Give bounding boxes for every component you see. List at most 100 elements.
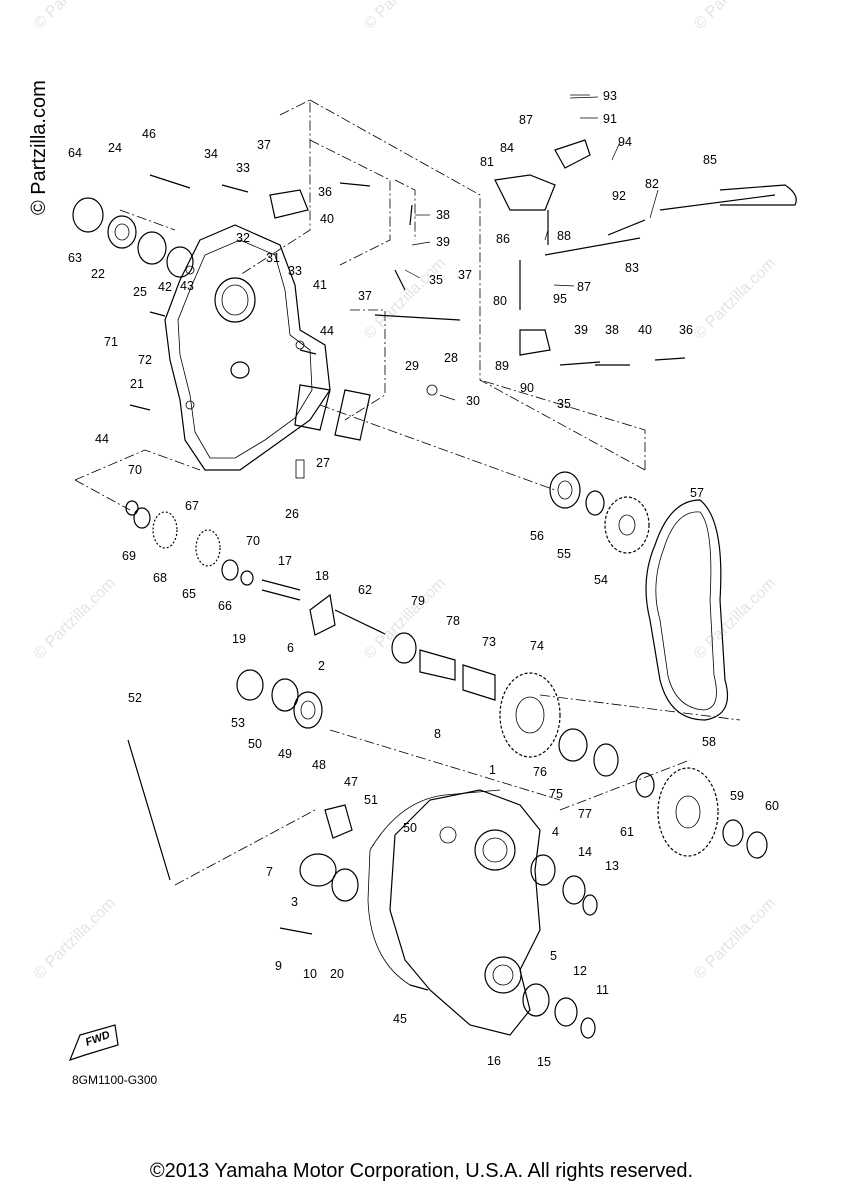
callout-91: 91 xyxy=(603,112,617,126)
svg-text:© Partzilla.com: © Partzilla.com xyxy=(691,0,779,33)
callout-39b: 39 xyxy=(574,323,588,337)
callout-20: 20 xyxy=(330,967,344,981)
callout-2: 2 xyxy=(318,659,325,673)
callout-26: 26 xyxy=(285,507,299,521)
callout-38: 38 xyxy=(436,208,450,222)
main-case-housing xyxy=(367,789,541,1036)
callout-80: 80 xyxy=(493,294,507,308)
callout-24: 24 xyxy=(108,141,122,155)
diagram-code: 8GM1100-G300 xyxy=(72,1073,158,1087)
callout-8: 8 xyxy=(434,727,441,741)
callout-54: 54 xyxy=(594,573,608,587)
callout-78: 78 xyxy=(446,614,460,628)
callout-41: 41 xyxy=(313,278,327,292)
callout-39: 39 xyxy=(436,235,450,249)
callout-63: 63 xyxy=(68,251,82,265)
callout-56: 56 xyxy=(530,529,544,543)
callout-6: 6 xyxy=(287,641,294,655)
callout-58: 58 xyxy=(702,735,716,749)
fwd-label: FWD xyxy=(84,1029,112,1049)
callout-32: 32 xyxy=(236,231,250,245)
callout-57: 57 xyxy=(690,486,704,500)
callout-88: 88 xyxy=(557,229,571,243)
callout-60: 60 xyxy=(765,799,779,813)
callout-37b: 37 xyxy=(458,268,472,282)
callout-36: 36 xyxy=(318,185,332,199)
callout-15: 15 xyxy=(537,1055,551,1069)
callout-46: 46 xyxy=(142,127,156,141)
callout-34: 34 xyxy=(204,147,218,161)
callout-1: 1 xyxy=(489,763,496,777)
callout-19: 19 xyxy=(232,632,246,646)
svg-text:© Partzilla.com: © Partzilla.com xyxy=(31,575,119,663)
callout-89: 89 xyxy=(495,359,509,373)
callout-77: 77 xyxy=(578,807,592,821)
callout-16: 16 xyxy=(487,1054,501,1068)
callout-29: 29 xyxy=(405,359,419,373)
callout-leader-lines xyxy=(404,94,659,401)
callout-4: 4 xyxy=(552,825,559,839)
callout-10: 10 xyxy=(303,967,317,981)
callout-12: 12 xyxy=(573,964,587,978)
shafts-bolts-levers xyxy=(127,139,797,991)
drive-chain xyxy=(645,499,729,721)
callout-43: 43 xyxy=(180,279,194,293)
callout-94: 94 xyxy=(618,135,632,149)
callout-42: 42 xyxy=(158,280,172,294)
callout-44b: 44 xyxy=(95,432,109,446)
callout-36b: 36 xyxy=(679,323,693,337)
callout-21: 21 xyxy=(130,377,144,391)
svg-text:© Partzilla.com: © Partzilla.com xyxy=(361,0,449,33)
callout-33: 33 xyxy=(236,161,250,175)
callout-76: 76 xyxy=(533,765,547,779)
callout-72: 72 xyxy=(138,353,152,367)
callout-59: 59 xyxy=(730,789,744,803)
callout-49: 49 xyxy=(278,747,292,761)
partzilla-watermark: © Partzilla.com xyxy=(28,80,50,215)
copyright-notice: ©2013 Yamaha Motor Corporation, U.S.A. A… xyxy=(149,1160,694,1182)
callout-70: 70 xyxy=(128,463,142,477)
callout-73: 73 xyxy=(482,635,496,649)
callout-13: 13 xyxy=(605,859,619,873)
callout-47: 47 xyxy=(344,775,358,789)
svg-text:© Partzilla.com: © Partzilla.com xyxy=(691,255,779,343)
callout-62: 62 xyxy=(358,583,372,597)
callout-50b: 50 xyxy=(403,821,417,835)
callout-65: 65 xyxy=(182,587,196,601)
callout-55: 55 xyxy=(557,547,571,561)
callout-40b: 40 xyxy=(638,323,652,337)
callout-87b: 87 xyxy=(577,280,591,294)
callout-86: 86 xyxy=(496,232,510,246)
callout-95: 95 xyxy=(553,292,567,306)
assembly-lines xyxy=(74,99,741,886)
callout-53: 53 xyxy=(231,716,245,730)
svg-text:© Partzilla.com: © Partzilla.com xyxy=(361,255,449,343)
callout-64: 64 xyxy=(68,146,82,160)
callout-37: 37 xyxy=(257,138,271,152)
callout-28: 28 xyxy=(444,351,458,365)
callout-70b: 70 xyxy=(246,534,260,548)
svg-text:© Partzilla.com: © Partzilla.com xyxy=(31,0,119,33)
callout-61: 61 xyxy=(620,825,634,839)
callout-7: 7 xyxy=(266,865,273,879)
callout-31: 31 xyxy=(266,251,280,265)
callout-87: 87 xyxy=(519,113,533,127)
callout-45: 45 xyxy=(393,1012,407,1026)
callout-84: 84 xyxy=(500,141,514,155)
callout-69: 69 xyxy=(122,549,136,563)
callout-66: 66 xyxy=(218,599,232,613)
callout-37c: 37 xyxy=(358,289,372,303)
fwd-arrow: FWD xyxy=(68,1024,119,1061)
callout-68: 68 xyxy=(153,571,167,585)
callout-93: 93 xyxy=(603,89,617,103)
gears xyxy=(152,496,719,857)
callout-3: 3 xyxy=(291,895,298,909)
callout-75: 75 xyxy=(549,787,563,801)
callout-74: 74 xyxy=(530,639,544,653)
callout-38b: 38 xyxy=(605,323,619,337)
callout-35: 35 xyxy=(429,273,443,287)
callout-48: 48 xyxy=(312,758,326,772)
callout-82: 82 xyxy=(645,177,659,191)
callout-40: 40 xyxy=(320,212,334,226)
